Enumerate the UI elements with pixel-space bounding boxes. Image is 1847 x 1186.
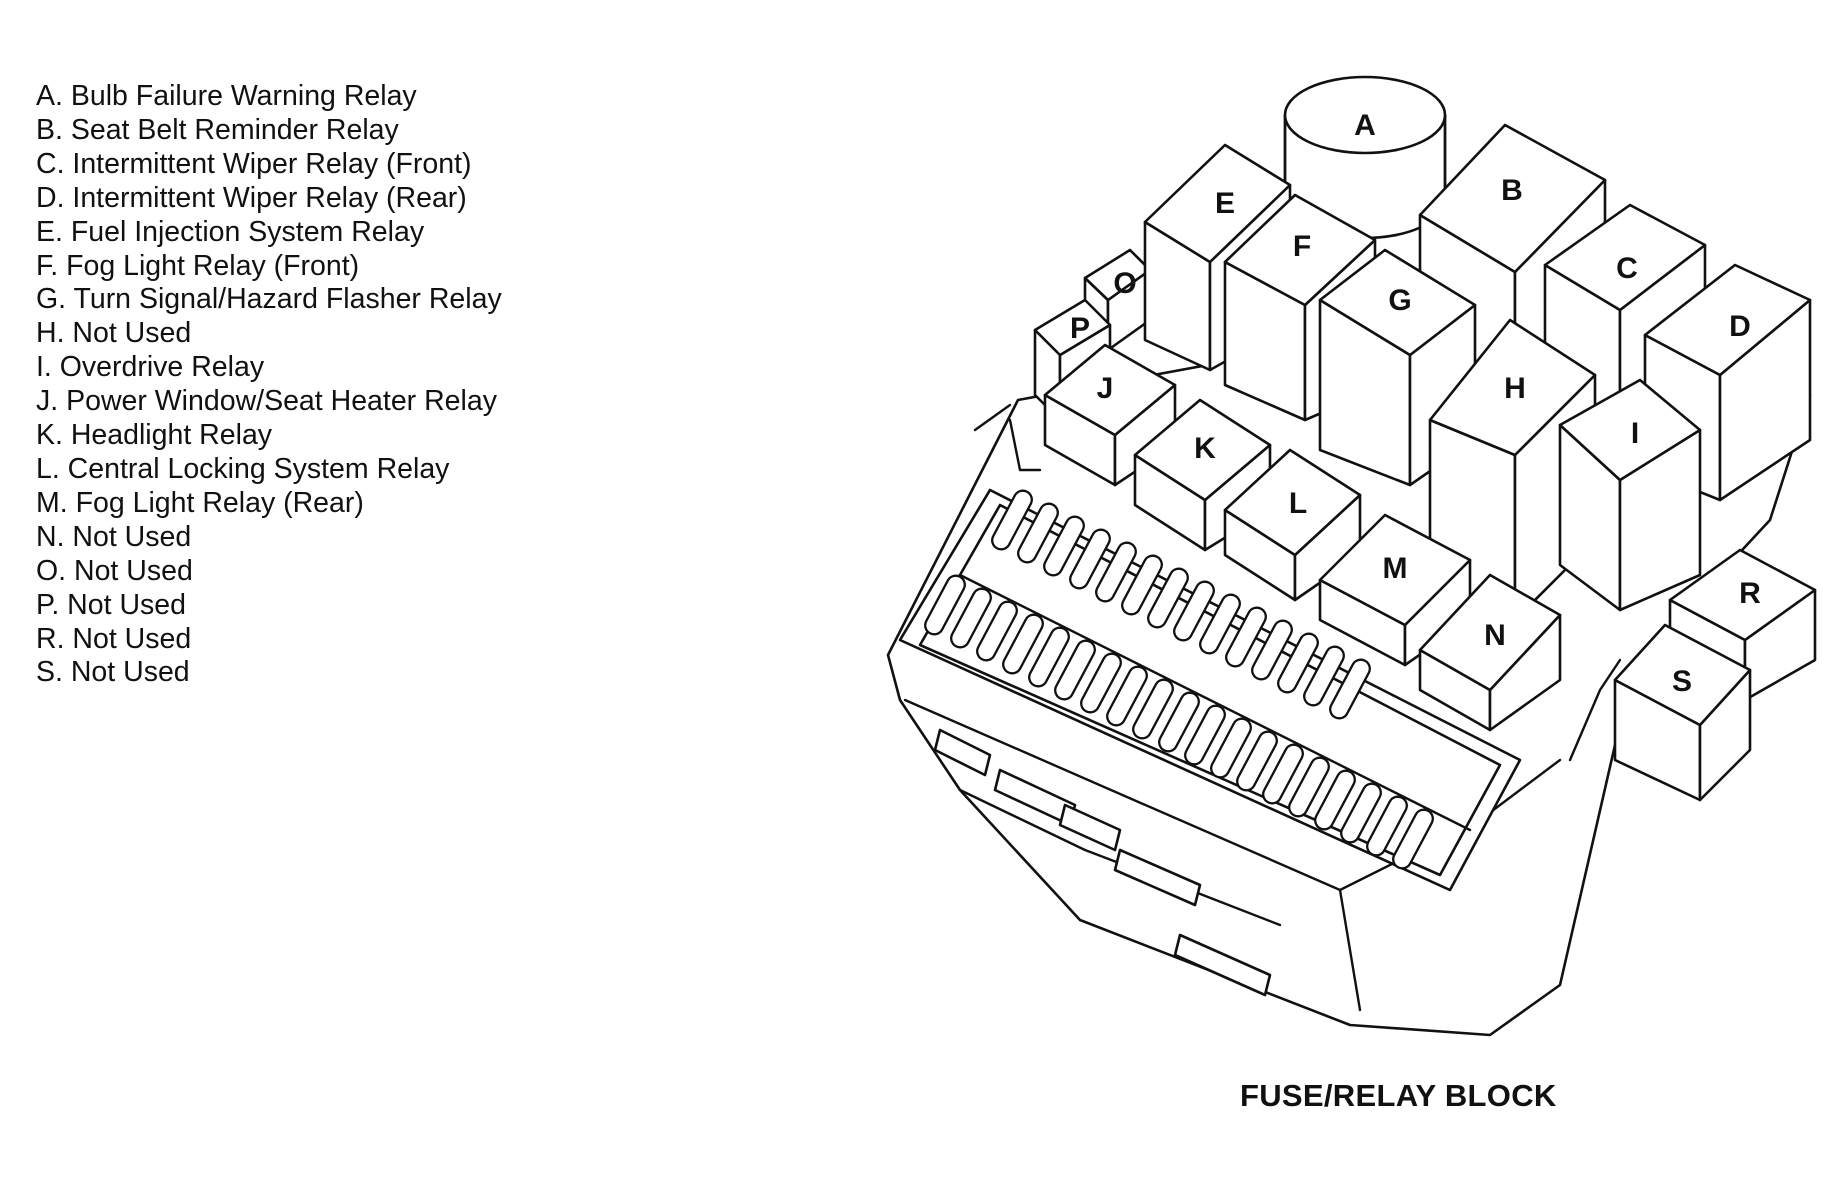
fuse	[1236, 730, 1278, 792]
relay-s: S	[1613, 623, 1752, 802]
legend-item-a: A. Bulb Failure Warning Relay	[36, 80, 417, 112]
fuse	[1329, 658, 1371, 720]
fuse	[1017, 502, 1059, 564]
relay-label-r: R	[1739, 577, 1761, 610]
fuse	[991, 489, 1033, 551]
fuse	[1095, 541, 1137, 603]
legend-item-g: G. Turn Signal/Hazard Flasher Relay	[36, 283, 502, 316]
fuse	[1080, 652, 1122, 714]
relay-label-h: H	[1504, 372, 1526, 405]
relay-label-s: S	[1672, 665, 1692, 698]
fuse	[950, 587, 992, 649]
legend-item-p: P. Not Used	[36, 588, 186, 621]
fuse	[976, 600, 1018, 662]
relay-g: G	[1318, 248, 1477, 487]
legend-item-k: K. Headlight Relay	[36, 419, 273, 452]
fuse	[1262, 743, 1304, 805]
legend-item-e: E. Fuel Injection System Relay	[36, 215, 425, 248]
relay-label-m: M	[1383, 552, 1408, 585]
relay-group: A OP E B F C D G H I J K L M N R S	[1033, 75, 1817, 802]
fuse	[1366, 795, 1408, 857]
legend-item-f: F. Fog Light Relay (Front)	[36, 249, 360, 282]
fuse	[1277, 632, 1319, 694]
relay-j: J	[1043, 343, 1177, 487]
legend-item-s: S. Not Used	[36, 656, 190, 689]
fuse-rows	[924, 489, 1434, 870]
housing-bottom-tabs	[933, 728, 1272, 997]
legend-item-r: R. Not Used	[36, 622, 192, 655]
fuse	[1303, 645, 1345, 707]
legend-item-o: O. Not Used	[36, 554, 193, 587]
fuse	[1147, 567, 1189, 629]
relay-n: N	[1418, 573, 1562, 732]
fuse	[1314, 769, 1356, 831]
fuse	[1199, 593, 1241, 655]
fuse	[924, 574, 966, 636]
legend-item-c: C. Intermittent Wiper Relay (Front)	[36, 147, 472, 180]
fuse	[1043, 515, 1085, 577]
fuse	[1340, 782, 1382, 844]
relay-label-f: F	[1293, 230, 1311, 263]
relay-m: M	[1318, 513, 1472, 667]
legend-item-n: N. Not Used	[36, 520, 192, 553]
relay-a: A	[1283, 75, 1447, 240]
relay-label-a: A	[1354, 109, 1376, 142]
relay-label-c: C	[1616, 252, 1638, 285]
relay-legend: A. Bulb Failure Warning Relay B. Seat Be…	[36, 80, 502, 690]
fuse	[1173, 580, 1215, 642]
relay-label-l: L	[1289, 487, 1307, 520]
fuse	[1069, 528, 1111, 590]
fuse	[1210, 717, 1252, 779]
fuse	[1132, 678, 1174, 740]
fuse	[1054, 639, 1096, 701]
fuse	[1002, 613, 1044, 675]
relay-label-j: J	[1097, 372, 1114, 405]
fuse	[1251, 619, 1293, 681]
relay-label-b: B	[1501, 174, 1523, 207]
fuse	[1392, 808, 1434, 870]
legend-item-m: M. Fog Light Relay (Rear)	[36, 486, 364, 519]
legend-item-b: B. Seat Belt Reminder Relay	[36, 113, 399, 146]
legend-item-d: D. Intermittent Wiper Relay (Rear)	[36, 181, 467, 214]
diagram-caption: FUSE/RELAY BLOCK	[1240, 1078, 1557, 1113]
fuse	[1106, 665, 1148, 727]
fuse	[1121, 554, 1163, 616]
legend-item-i: I. Overdrive Relay	[36, 351, 265, 384]
relay-label-i: I	[1631, 417, 1639, 450]
fuse	[1288, 756, 1330, 818]
relay-label-e: E	[1215, 187, 1235, 220]
relay-i: I	[1558, 378, 1702, 612]
relay-label-g: G	[1388, 284, 1411, 317]
relay-label-k: K	[1194, 432, 1216, 465]
relay-label-p: P	[1070, 312, 1090, 345]
legend-item-l: L. Central Locking System Relay	[36, 452, 450, 485]
relay-label-o: O	[1113, 267, 1136, 300]
fuse	[1028, 626, 1070, 688]
legend-item-h: H. Not Used	[36, 317, 192, 350]
relay-label-d: D	[1729, 310, 1751, 343]
relay-label-n: N	[1484, 619, 1506, 652]
fuse	[1158, 691, 1200, 753]
fuse	[1184, 704, 1226, 766]
relay-k: K	[1133, 398, 1272, 552]
fuse	[1225, 606, 1267, 668]
legend-item-j: J. Power Window/Seat Heater Relay	[36, 385, 497, 418]
